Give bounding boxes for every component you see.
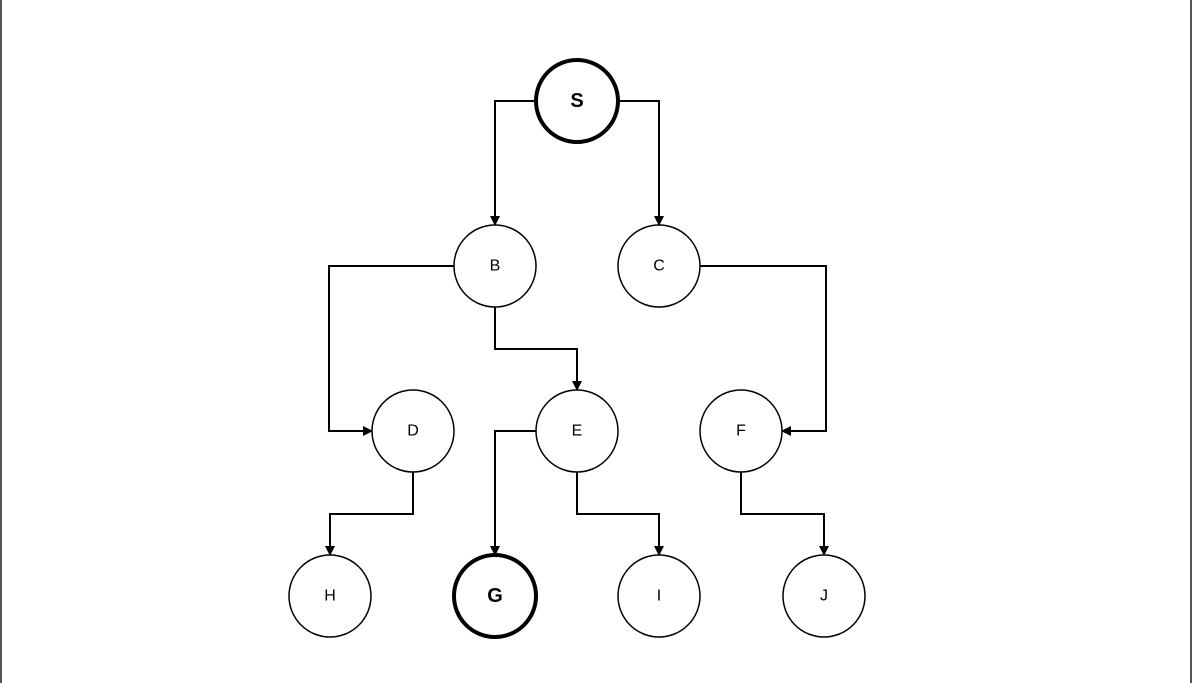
node-label: H: [324, 588, 336, 605]
node-label: I: [657, 588, 661, 605]
node-d: D: [371, 389, 455, 473]
node-i: I: [617, 554, 701, 638]
node-circle: [617, 224, 701, 308]
node-circle: [782, 554, 866, 638]
node-s: S: [534, 58, 620, 144]
node-label: F: [736, 423, 746, 440]
node-label: D: [407, 423, 419, 440]
edge-b-d: [328, 265, 454, 436]
node-circle: [371, 389, 455, 473]
node-c: C: [617, 224, 701, 308]
edge-c-f: [700, 265, 827, 436]
edge-b-e: [494, 307, 582, 391]
node-label: G: [487, 585, 503, 607]
node-circle: [453, 224, 537, 308]
nodes-layer: S B C D E F H G I J: [288, 58, 866, 639]
node-h: H: [288, 554, 372, 638]
edge-e-g: [490, 430, 536, 556]
node-f: F: [699, 389, 783, 473]
node-j: J: [782, 554, 866, 638]
node-circle: [617, 554, 701, 638]
node-e: E: [535, 389, 619, 473]
edge-s-c: [618, 100, 664, 226]
node-circle: [699, 389, 783, 473]
node-circle: [535, 389, 619, 473]
node-label: E: [572, 423, 583, 440]
edge-s-b: [490, 100, 536, 226]
node-label: B: [490, 258, 501, 275]
edges-layer: [325, 100, 829, 556]
node-circle: [452, 553, 538, 639]
edge-e-i: [576, 472, 664, 556]
edge-f-j: [740, 472, 829, 556]
node-label: S: [570, 90, 583, 112]
node-label: J: [820, 588, 828, 605]
node-g: G: [452, 553, 538, 639]
node-label: C: [653, 258, 665, 275]
edge-d-h: [325, 472, 414, 556]
node-circle: [534, 58, 620, 144]
node-circle: [288, 554, 372, 638]
node-b: B: [453, 224, 537, 308]
